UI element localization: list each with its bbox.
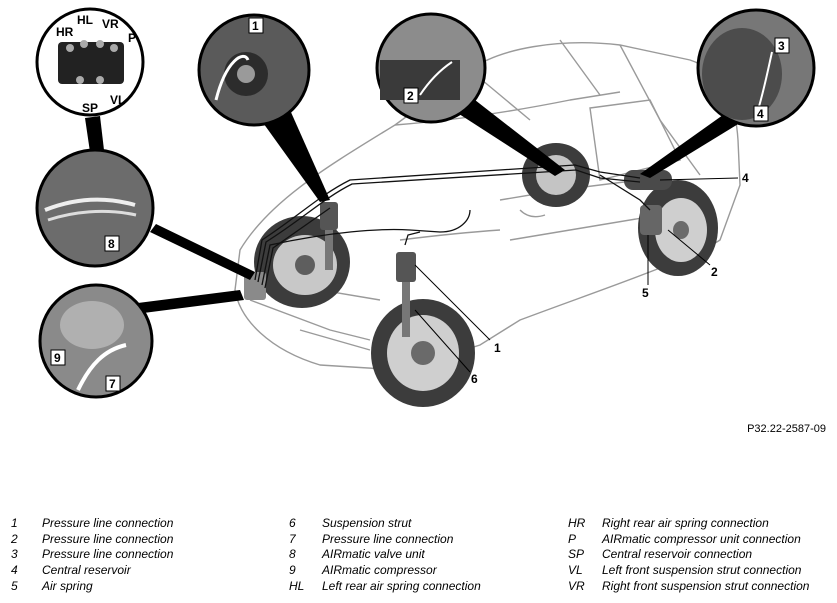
- magnifier-valve-mount: [35, 148, 155, 268]
- legend-key: VL: [568, 563, 583, 578]
- callout-1-magnifier: 1: [252, 19, 259, 33]
- callout-5-car: 5: [642, 286, 649, 300]
- legend-key: 2: [11, 531, 18, 546]
- legend-desc: Central reservoir connection: [602, 547, 753, 562]
- callout-3-magnifier: 3: [778, 39, 785, 53]
- callout-boxes: 1 2 3 4 8 9 7: [50, 17, 790, 392]
- magnifier-front-strut-top: [197, 13, 311, 127]
- port-label-hl: HL: [77, 13, 93, 27]
- legend-key: 7: [289, 531, 296, 546]
- legend-desc: Right rear air spring connection: [602, 516, 769, 530]
- legend-desc: Central reservoir: [42, 563, 131, 578]
- legend-desc: AIRmatic compressor: [322, 563, 437, 578]
- valve-port-labels: HR HL VR P SP VL: [56, 13, 136, 115]
- port-label-sp: SP: [82, 101, 98, 115]
- pressure-lines: [254, 164, 651, 289]
- callout-4-car: 4: [742, 171, 749, 185]
- callout-8-magnifier: 8: [108, 237, 115, 251]
- legend-desc: Suspension strut: [322, 516, 412, 530]
- legend-desc: AIRmatic valve unit: [322, 547, 425, 562]
- legend-desc: Pressure line connection: [42, 516, 174, 530]
- legend-key: VR: [568, 578, 585, 593]
- central-reservoir: [624, 170, 672, 190]
- magnifier-valve-unit: [35, 7, 145, 117]
- legend-key: 9: [289, 563, 296, 578]
- legend-desc: Pressure line connection: [322, 531, 454, 546]
- legend-key: P: [568, 531, 577, 546]
- callout-6-car: 6: [471, 372, 478, 386]
- rear-left-wheel: [638, 180, 718, 276]
- callout-9-magnifier: 9: [54, 351, 61, 365]
- legend-desc: AIRmatic compressor unit connection: [602, 531, 801, 546]
- legend-key: 6: [289, 516, 296, 530]
- front-left-suspension-strut: [396, 252, 416, 337]
- legend-desc: Pressure line connection: [42, 547, 174, 562]
- port-label-vl: VL: [110, 93, 125, 107]
- callout-2-magnifier: 2: [407, 89, 414, 103]
- legend-key: 1: [11, 516, 18, 530]
- legend-desc: Left front suspension strut connection: [602, 563, 802, 578]
- port-label-vr: VR: [102, 17, 119, 31]
- figure-reference: P32.22-2587-09: [747, 423, 826, 435]
- callout-leaders: [414, 177, 739, 373]
- callout-2-car: 2: [711, 265, 718, 279]
- legend-key: 3: [11, 547, 18, 562]
- callout-4-magnifier: 4: [757, 107, 764, 121]
- legend-key: HL: [289, 578, 305, 593]
- legend-desc: Pressure line connection: [42, 531, 174, 546]
- rear-air-spring: [640, 205, 662, 235]
- legend-key: 5: [11, 578, 18, 593]
- legend-desc: Left rear air spring connection: [322, 578, 481, 593]
- legend-key: SP: [568, 547, 585, 562]
- magnifier-compressor: [38, 283, 154, 399]
- legend-desc: Right front suspension strut connection: [602, 578, 810, 593]
- front-right-suspension-strut: [320, 202, 338, 270]
- legend-key: 8: [289, 547, 296, 562]
- legend-key: HR: [568, 516, 586, 530]
- magnifier-rear-spring-line: [375, 12, 487, 124]
- legend-desc: Air spring: [42, 578, 93, 593]
- callout-7-magnifier: 7: [109, 377, 116, 391]
- port-label-hr: HR: [56, 25, 74, 39]
- airmatic-system-diagram: HR HL VR P SP VL 1 2 3 4 8 9 7 1 6 4 2 5: [35, 7, 816, 407]
- port-label-p: P: [128, 31, 136, 45]
- callout-1-car: 1: [494, 341, 501, 355]
- front-left-wheel: [371, 299, 475, 407]
- legend-key: 4: [11, 563, 18, 578]
